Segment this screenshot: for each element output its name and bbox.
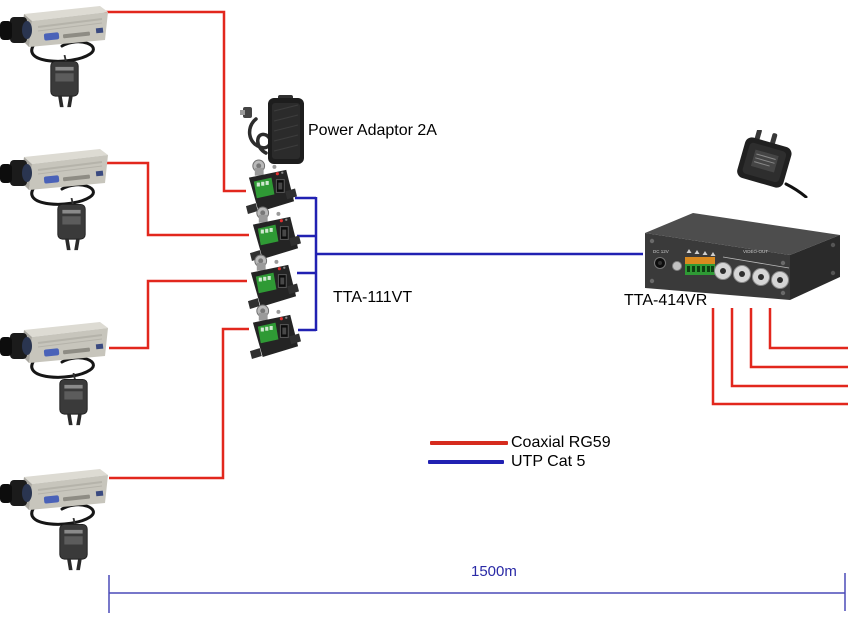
transmitter-model-label: TTA-111VT [333, 289, 413, 306]
transmitter-3 [246, 253, 299, 310]
power-adaptor-label: Power Adaptor 2A [308, 122, 437, 139]
coax-out-3 [730, 308, 848, 388]
coax-out-4 [711, 308, 848, 406]
camera-4-power-adapter [55, 518, 92, 571]
legend-utp-swatch [428, 460, 504, 464]
coax-run-camera1 [104, 10, 246, 193]
receiver-power-adapter [724, 130, 808, 198]
camera-2-power-adapter [53, 198, 90, 251]
coax-run-camera2 [104, 161, 249, 237]
legend-utp-label: UTP Cat 5 [511, 453, 586, 470]
camera-1-power-adapter [46, 55, 83, 108]
coax-run-camera4 [109, 327, 249, 480]
receiver-tta-414vr [643, 197, 843, 301]
camera-3-power-adapter [55, 373, 92, 426]
camera-3 [0, 318, 112, 380]
transmitter-4 [248, 303, 301, 360]
coax-out-2 [749, 308, 848, 369]
legend-coaxial-label: Coaxial RG59 [511, 434, 611, 451]
coax-run-camera3 [109, 279, 247, 350]
receiver-model-label: TTA-414VR [624, 292, 708, 309]
distance-label: 1500m [471, 563, 517, 580]
legend-coaxial-swatch [430, 441, 508, 445]
power-adaptor-2a [240, 95, 310, 167]
coax-out-1 [768, 308, 848, 350]
